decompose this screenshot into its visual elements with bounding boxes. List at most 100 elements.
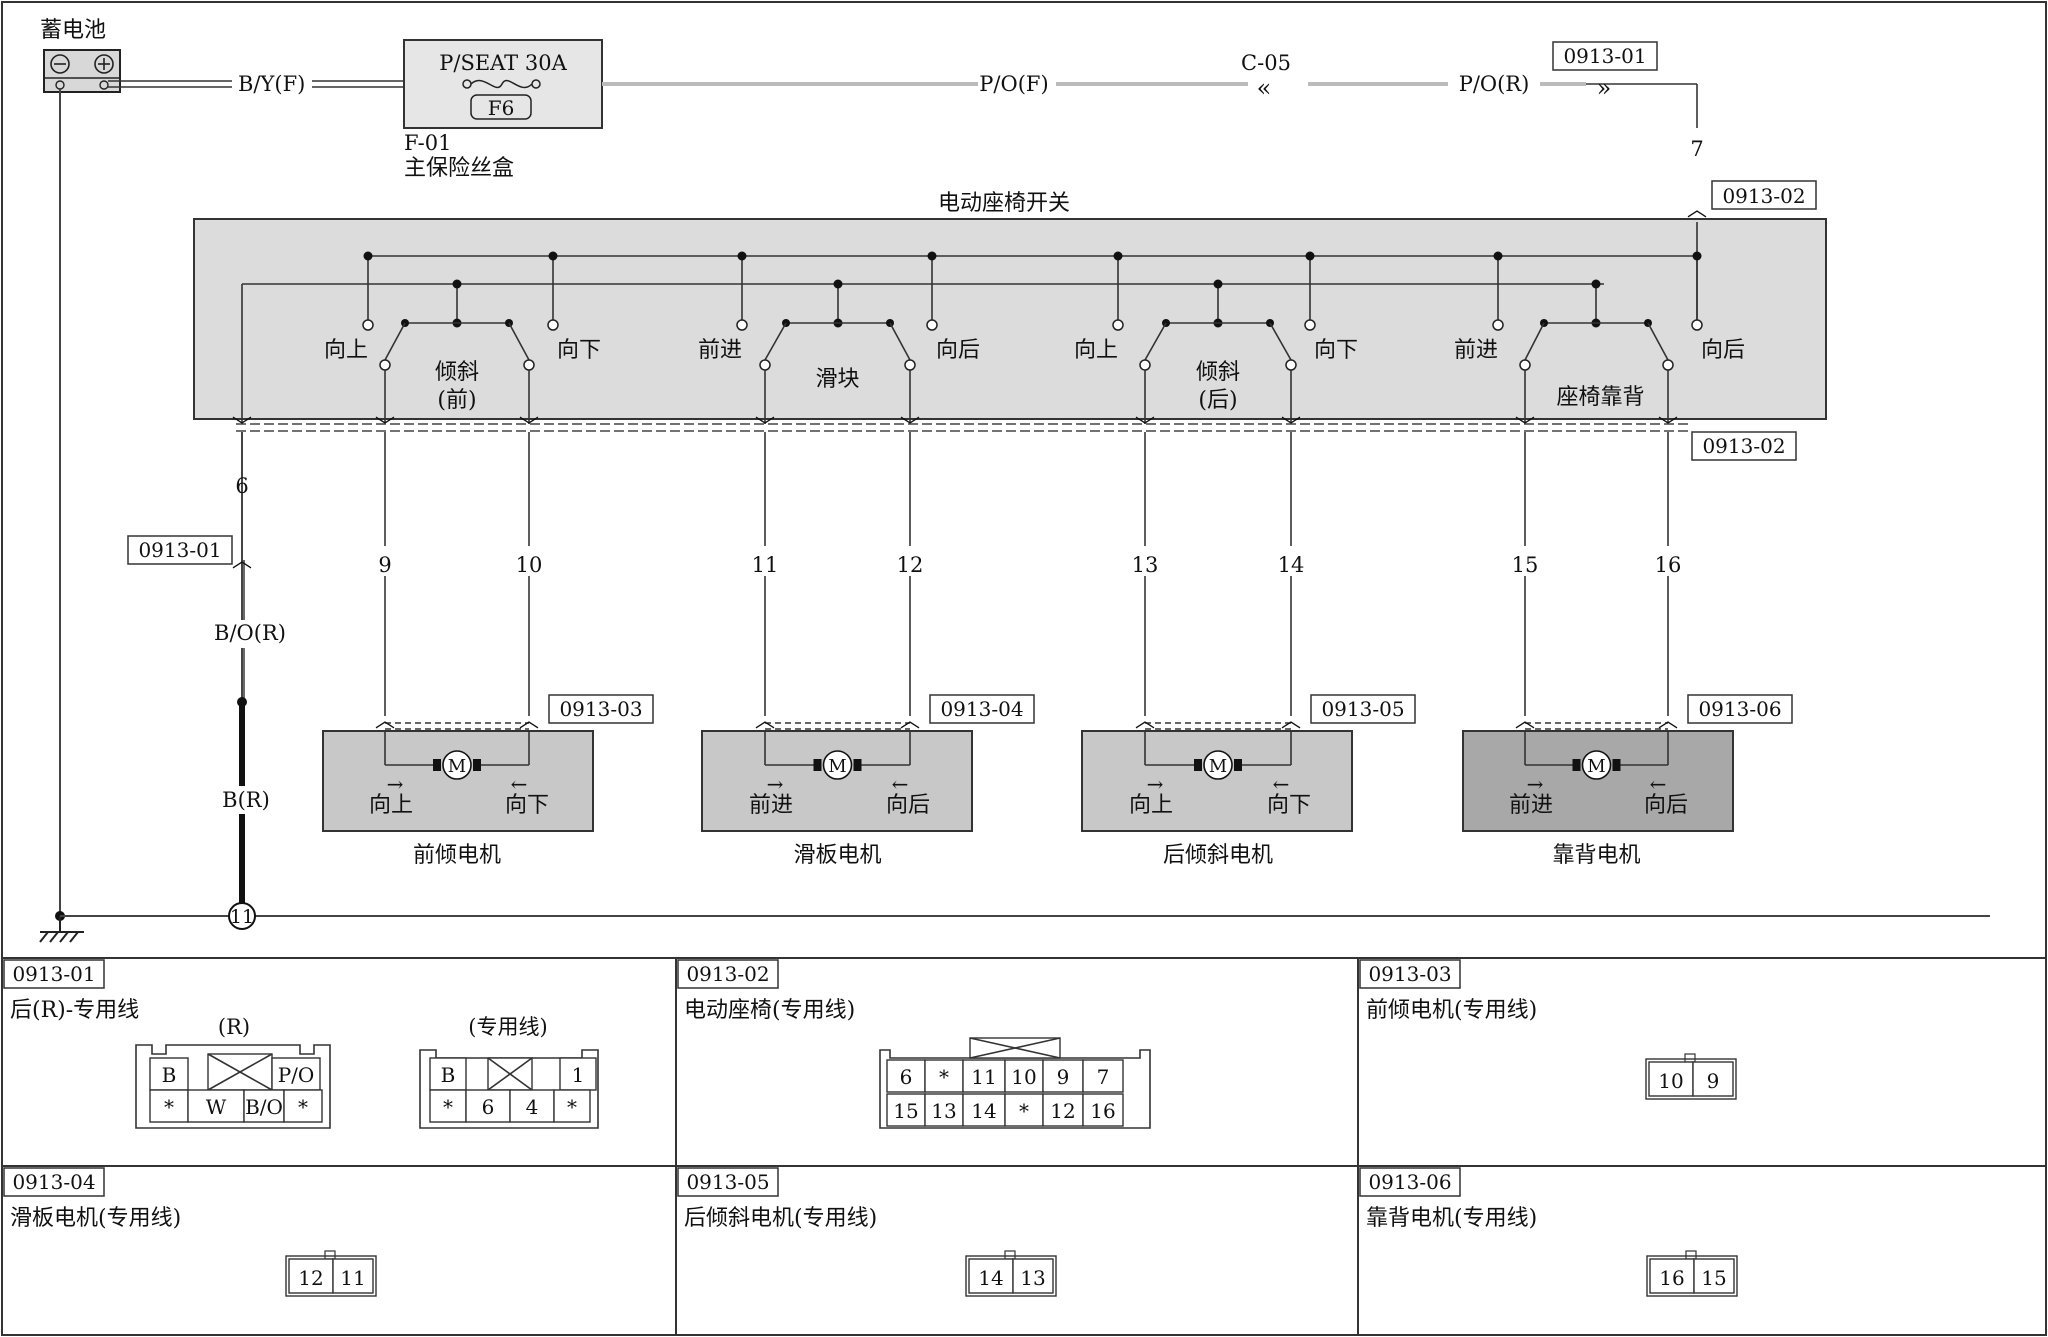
- switch-out-contact: [1139, 359, 1151, 371]
- switch-out-contact: [1662, 359, 1674, 371]
- pin-chevron-icon: ︿: [755, 708, 775, 732]
- switch-out-contact: [904, 359, 916, 371]
- switch-group-name-sub: (前): [437, 388, 476, 413]
- conn-0913-03-pin: 9: [1707, 1069, 1720, 1093]
- switch-out-contact: [759, 359, 771, 371]
- pin-chevron-icon: ︿: [1281, 708, 1301, 732]
- conn-0913-04-pin: 11: [340, 1266, 365, 1290]
- switch-blade-right: [1269, 322, 1292, 361]
- conn-0913-02-pin: 6: [900, 1065, 913, 1089]
- pin-chevron-icon: ﹀: [755, 414, 775, 438]
- conn-0913-02-cell: [962, 1059, 1006, 1093]
- switch-module: [193, 218, 1827, 420]
- switch-blade-right: [1647, 322, 1669, 361]
- conn-0913-01-r-pin: *: [567, 1095, 577, 1119]
- table-conn-title: 前倾电机(专用线): [1366, 998, 1537, 1023]
- connector-latch: [1684, 1053, 1696, 1063]
- label-bg: [1652, 546, 1684, 576]
- wire-label-por: P/O(R): [1459, 72, 1530, 96]
- conn-ref-box: [1552, 41, 1658, 71]
- pin-chevron-icon: ﹀: [900, 414, 920, 438]
- table-conn-id-box: [677, 1167, 779, 1197]
- switch-label-right: 向下: [1314, 338, 1358, 363]
- conn-0913-01-l-cell: [149, 1089, 189, 1123]
- motor-box: [322, 730, 594, 832]
- table-conn-id-box: [677, 959, 779, 989]
- table-conn-id: 0913-06: [1368, 1170, 1451, 1194]
- switch-bus-dot: [1305, 251, 1315, 261]
- switch-label-left: 前进: [698, 338, 742, 363]
- ground-splice-dot: [237, 697, 247, 707]
- switch-blade-right: [889, 322, 911, 361]
- switch-bus-dot: [1591, 279, 1601, 289]
- conn-ref-box: [1687, 694, 1793, 724]
- battery-label: 蓄电池: [40, 18, 106, 43]
- conn-0913-01-l-pin: W: [206, 1095, 227, 1119]
- motor-name: 靠背电机: [1552, 843, 1640, 868]
- motor-conn-ref: 0913-04: [940, 697, 1023, 721]
- switch-bus-dot: [737, 251, 747, 261]
- conn-0913-05-pin: 14: [978, 1266, 1003, 1290]
- pin-chevron-icon: ︿: [1135, 708, 1155, 732]
- table-conn-title: 滑板电机(专用线): [10, 1206, 181, 1231]
- label-bg: [513, 546, 545, 576]
- pin-chevron-icon: ﹀: [1135, 414, 1155, 438]
- motor-brush: [1194, 759, 1202, 771]
- pin-chevron-icon: ﹀: [1515, 414, 1535, 438]
- arrow-right-icon: →: [1527, 772, 1544, 796]
- label-bg: [369, 546, 401, 576]
- motor-brush: [1612, 759, 1621, 771]
- arrow-right-icon: →: [767, 772, 784, 796]
- motor-pin-number: 13: [1132, 553, 1159, 577]
- wire-label-br: B(R): [222, 788, 270, 812]
- conn-0913-06-cell: [1649, 1258, 1695, 1294]
- conn-0913-06-pin: 16: [1659, 1266, 1684, 1290]
- motor-brush: [813, 759, 822, 771]
- switch-blade-right: [508, 322, 530, 361]
- table-conn-id-box: [3, 959, 105, 989]
- wire-battery-to-fuse: [108, 80, 404, 88]
- motor-conn-ref: 0913-06: [1698, 697, 1781, 721]
- junction-chevron-left-icon: «: [1257, 74, 1272, 102]
- fuse-box-id: F-01: [404, 131, 451, 155]
- motor-label-left: 前进: [1509, 793, 1553, 818]
- motor-pin-number: 11: [752, 553, 779, 577]
- pin-chevron-icon: ︿: [1687, 197, 1707, 221]
- table-conn-id: 0913-01: [12, 962, 95, 986]
- pin-chevron-icon: ﹀: [375, 414, 395, 438]
- switch-connector-band: [236, 423, 1688, 432]
- table-conn-id-box: [1359, 1167, 1461, 1197]
- conn-ref-box: [1310, 694, 1416, 724]
- switch-out-contact: [523, 359, 535, 371]
- switch-label-left: 向上: [324, 338, 368, 363]
- arrow-right-icon: →: [387, 772, 404, 796]
- switch-bus-dot: [1113, 251, 1123, 261]
- switch-bus-dot: [833, 279, 843, 289]
- switch-group-name: 倾斜: [435, 360, 479, 385]
- battery-symbol: [43, 49, 121, 93]
- connector-shell: [965, 1255, 1057, 1297]
- conn-0913-01-l-pin: P/O: [278, 1063, 315, 1087]
- motor-box: [1462, 730, 1734, 832]
- label-bg: [206, 620, 278, 648]
- pin-chevron-icon: ︿: [1515, 708, 1535, 732]
- conn-0913-02-pin: *: [939, 1065, 949, 1089]
- motor-brush: [433, 759, 441, 771]
- fuse-icon: [462, 79, 541, 120]
- connector-shell: [1646, 1255, 1738, 1297]
- motor-symbol: M: [828, 756, 846, 777]
- wire-fuse-output: [602, 82, 1698, 128]
- switch-out-contact: [379, 359, 391, 371]
- switch-group-name-sub: (后): [1198, 388, 1237, 413]
- conn-0913-01-l-cell: [283, 1089, 323, 1123]
- conn-0913-02-cell: [1082, 1059, 1124, 1093]
- motor-label-right: 向下: [1267, 793, 1311, 818]
- arrow-right-icon: →: [1147, 772, 1164, 796]
- conn-ref-box: [548, 694, 654, 724]
- conn-0913-01-r-pin: B: [441, 1063, 456, 1087]
- switch-bus-dot: [927, 251, 937, 261]
- pin-7: 7: [1690, 137, 1703, 161]
- motor-icon: [442, 750, 472, 780]
